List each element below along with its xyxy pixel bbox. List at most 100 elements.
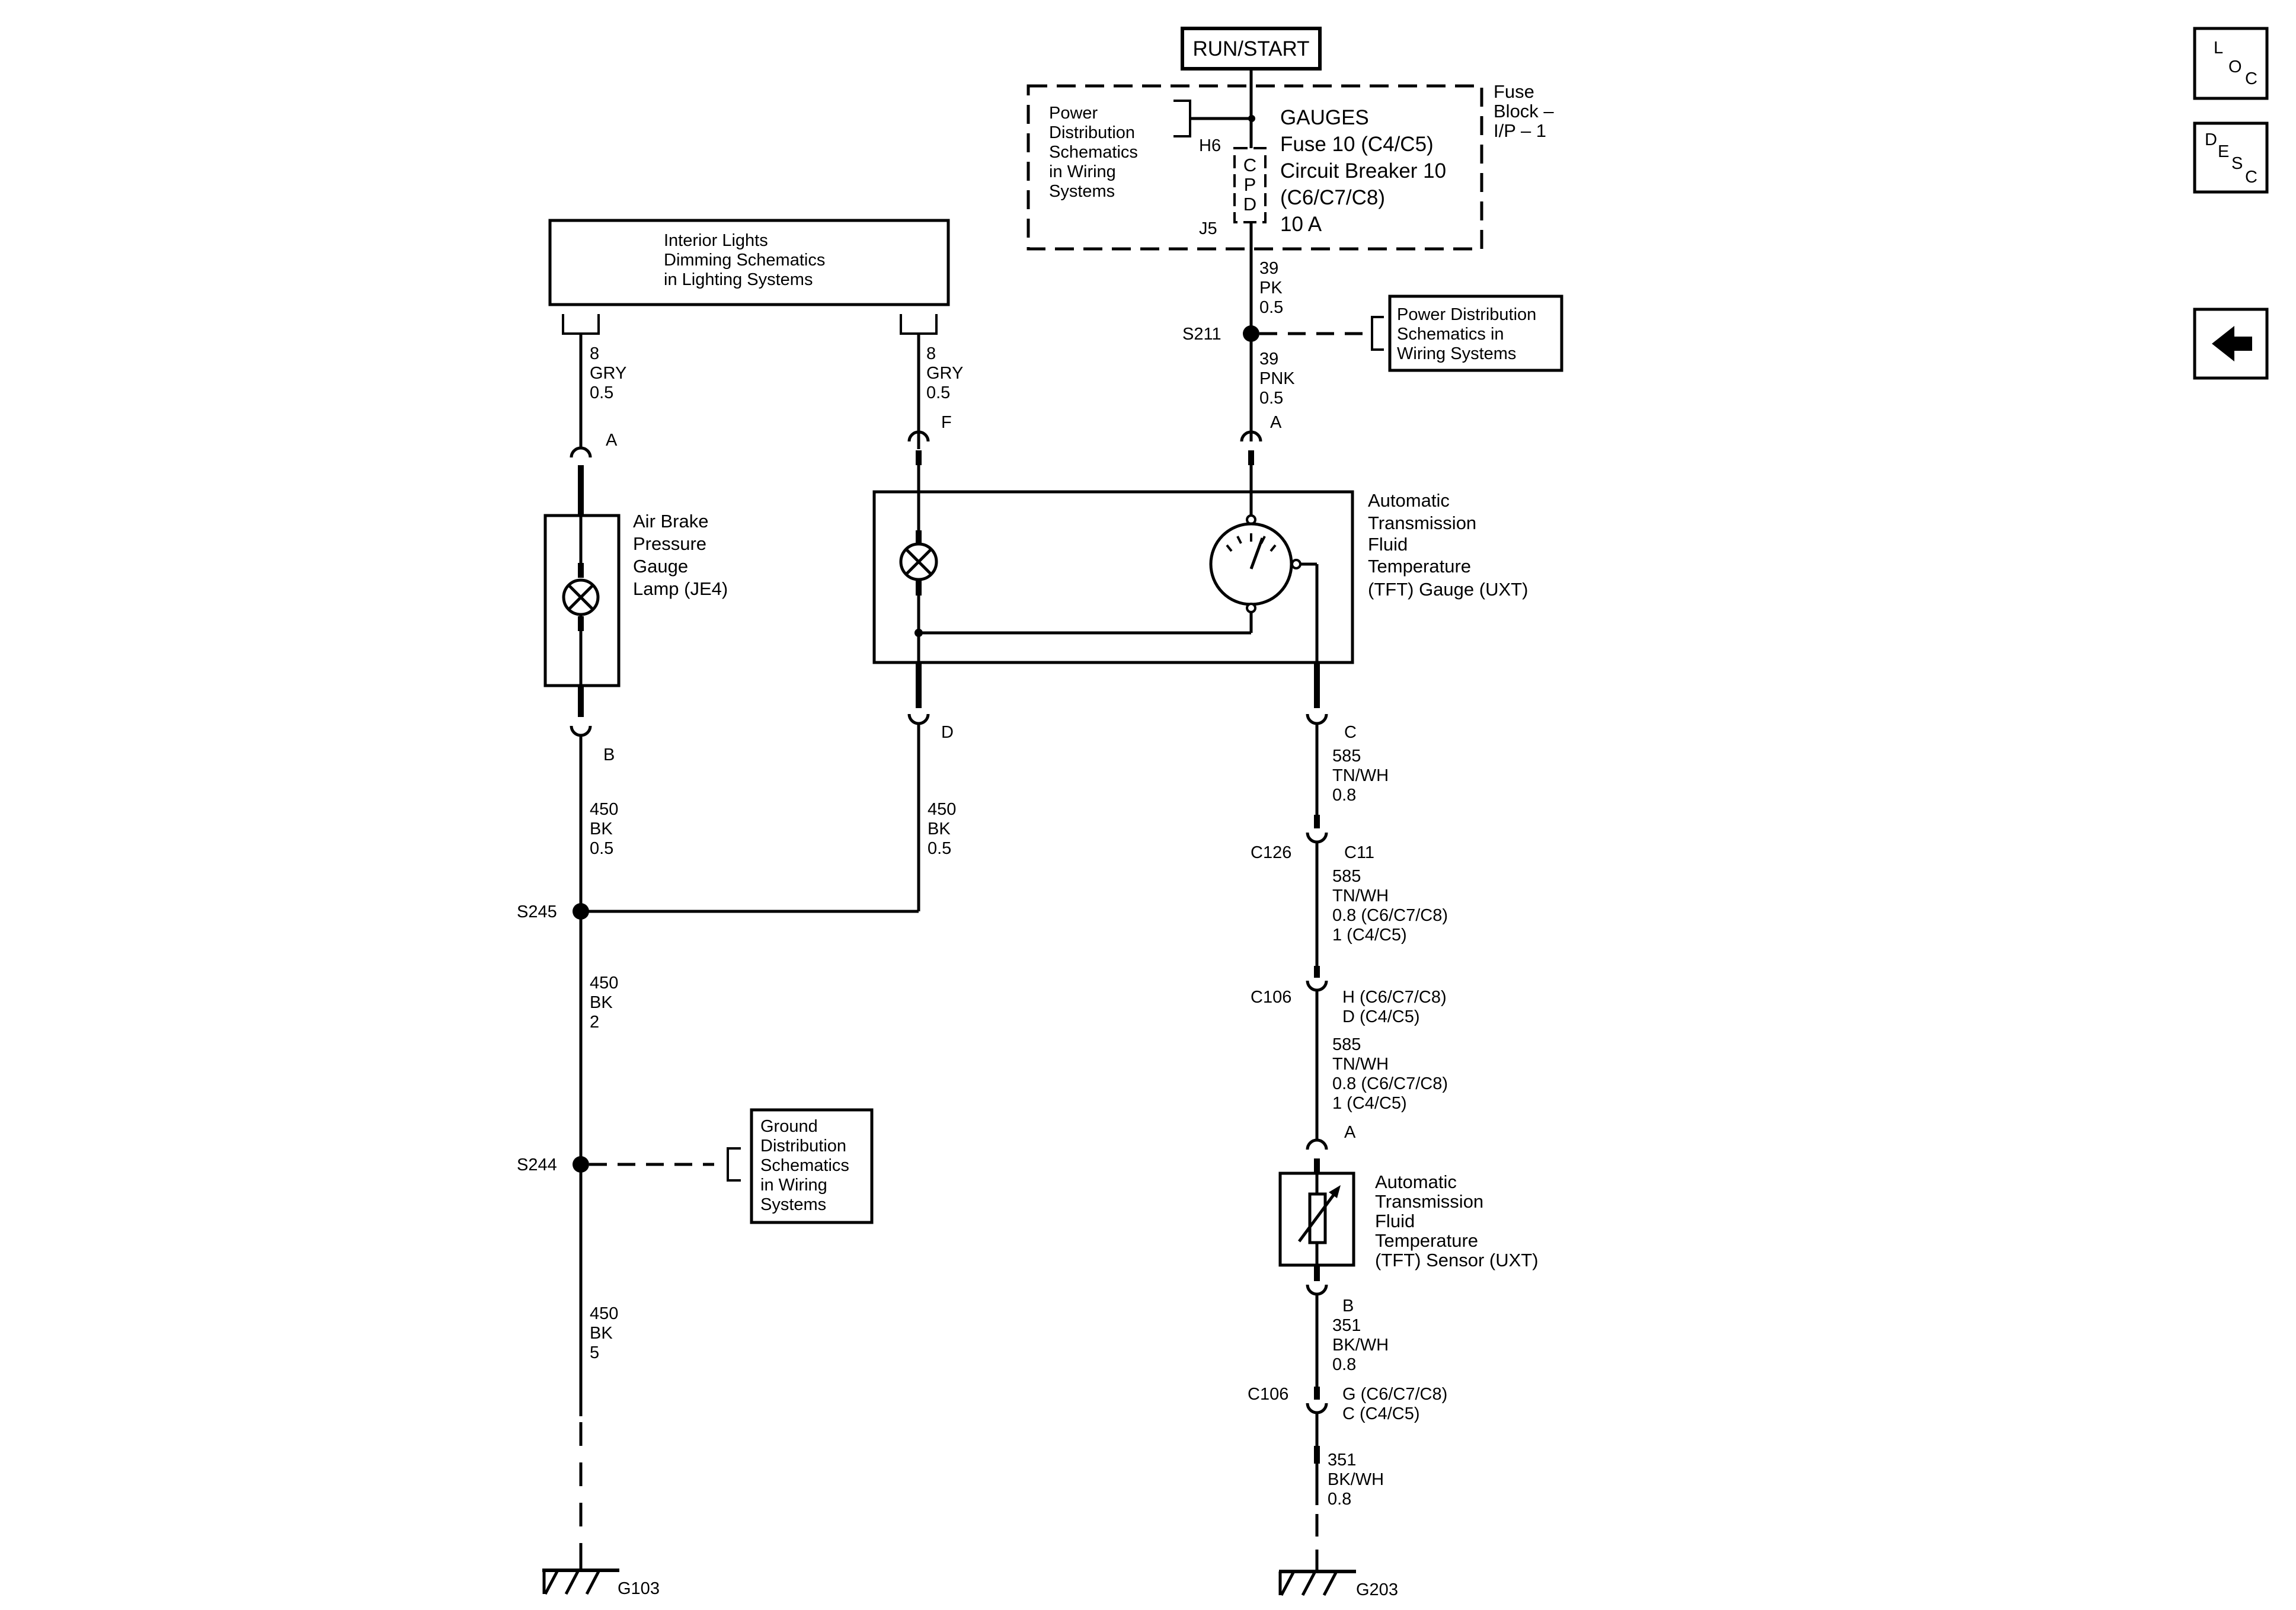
svg-text:BK/WH: BK/WH (1328, 1470, 1384, 1489)
svg-text:Fuse 10 (C4/C5): Fuse 10 (C4/C5) (1280, 133, 1434, 156)
svg-text:Circuit Breaker 10: Circuit Breaker 10 (1280, 159, 1446, 183)
svg-text:(C6/C7/C8): (C6/C7/C8) (1280, 186, 1385, 209)
svg-text:0.8: 0.8 (1332, 786, 1356, 805)
svg-text:I/P – 1: I/P – 1 (1494, 120, 1546, 141)
svg-text:D[interactable]: D (2205, 130, 2217, 149)
splice-s211 (1243, 325, 1259, 342)
svg-text:Fluid: Fluid (1368, 534, 1408, 555)
svg-text:Distribution: Distribution (760, 1137, 846, 1156)
wire-450-bk-5-label: 450 BK 5 (590, 1304, 618, 1362)
interior-lights-ref: Interior Lights Dimming Schematics in Li… (548, 219, 950, 306)
svg-text:Transmission: Transmission (1368, 513, 1476, 533)
svg-text:Power: Power (1049, 104, 1098, 123)
svg-text:TN/WH: TN/WH (1332, 1055, 1389, 1074)
connector-sensor-b (1306, 1284, 1328, 1296)
svg-text:F: F (941, 413, 952, 432)
svg-text:Ground: Ground (760, 1117, 818, 1136)
svg-text:39: 39 (1259, 259, 1278, 278)
svg-text:BK/WH: BK/WH (1332, 1336, 1389, 1355)
desc-button[interactable]: D E S C (2193, 121, 2269, 194)
svg-text:Systems: Systems (1049, 182, 1115, 201)
svg-text:L[interactable]: L (2214, 39, 2223, 57)
svg-text:B: B (1342, 1297, 1354, 1315)
tft-sensor-label: Automatic Transmission Fluid Temperature… (1375, 1172, 1539, 1270)
svg-text:Transmission: Transmission (1375, 1191, 1483, 1212)
svg-text:A: A (606, 431, 618, 450)
svg-text:Wiring Systems: Wiring Systems (1397, 344, 1516, 363)
svg-text:D: D (941, 723, 954, 742)
svg-text:(TFT) Sensor (UXT): (TFT) Sensor (UXT) (1375, 1250, 1539, 1270)
svg-text:TN/WH: TN/WH (1332, 766, 1389, 785)
svg-text:Automatic: Automatic (1375, 1172, 1457, 1192)
svg-text:0.5: 0.5 (926, 383, 950, 402)
svg-text:BK: BK (590, 1324, 613, 1343)
svg-text:351: 351 (1328, 1451, 1356, 1470)
ground-g203-label: G203 (1356, 1580, 1398, 1599)
svg-text:585: 585 (1332, 747, 1361, 766)
svg-text:P: P (1244, 174, 1256, 195)
wire-450-bk-left-label: 450 BK 0.5 (590, 800, 618, 858)
svg-text:Power Distribution: Power Distribution (1397, 305, 1536, 324)
svg-text:BK: BK (590, 993, 613, 1012)
svg-text:TN/WH: TN/WH (1332, 886, 1389, 905)
svg-text:H (C6/C7/C8): H (C6/C7/C8) (1342, 988, 1447, 1007)
svg-text:450: 450 (590, 800, 618, 819)
svg-text:Distribution: Distribution (1049, 123, 1135, 142)
svg-text:Interior Lights: Interior Lights (664, 231, 768, 250)
svg-text:C[interactable]: C (2245, 168, 2257, 187)
svg-text:H6: H6 (1199, 136, 1221, 155)
connector-c106-top (1306, 980, 1328, 992)
svg-text:S[interactable]: S (2231, 154, 2243, 173)
svg-text:0.5: 0.5 (590, 383, 613, 402)
svg-text:PNK: PNK (1259, 369, 1295, 388)
tft-sensor (1278, 1172, 1355, 1267)
wire-39-pk-label: 39 PK 0.5 (1259, 259, 1283, 317)
connector-gauge-c (1306, 713, 1328, 725)
splice-s244-label: S244 (517, 1156, 557, 1174)
connector-gauge-a (1240, 430, 1262, 442)
svg-text:A: A (1270, 413, 1282, 432)
svg-text:GAUGES: GAUGES (1280, 106, 1369, 129)
wire-8-gry-mid-label: 8 GRY 0.5 (926, 344, 963, 402)
wire-39-pnk-label: 39 PNK 0.5 (1259, 350, 1295, 408)
left-arrow-icon[interactable] (2212, 326, 2252, 361)
svg-text:Automatic: Automatic (1368, 490, 1450, 511)
back-button[interactable] (2193, 308, 2269, 380)
svg-text:0.8: 0.8 (1328, 1490, 1351, 1509)
wire-585-c-label: 585 TN/WH 0.8 (C6/C7/C8) 1 (C4/C5) (1332, 1035, 1448, 1113)
svg-text:B: B (603, 745, 615, 764)
splice-s245-label: S245 (517, 902, 557, 921)
svg-text:Dimming Schematics: Dimming Schematics (664, 251, 825, 270)
ground-g203-icon (1278, 1553, 1356, 1596)
circuit-breaker-cpd: C P D (1233, 147, 1267, 223)
svg-text:Systems: Systems (760, 1195, 826, 1214)
tft-gauge (872, 465, 1354, 664)
svg-text:0.8: 0.8 (1332, 1355, 1356, 1374)
svg-text:E[interactable]: E (2218, 142, 2229, 161)
svg-text:O[interactable]: O (2228, 57, 2242, 76)
svg-text:Fluid: Fluid (1375, 1211, 1415, 1231)
svg-text:Fuse: Fuse (1494, 81, 1534, 102)
svg-text:C: C (1243, 155, 1256, 175)
svg-text:0.5: 0.5 (590, 839, 613, 858)
svg-text:10 A: 10 A (1280, 213, 1322, 236)
lamp-bulb-icon (562, 578, 600, 616)
svg-text:Temperature: Temperature (1368, 556, 1471, 577)
svg-text:0.5: 0.5 (928, 839, 951, 858)
wire-585-a-label: 585 TN/WH 0.8 (1332, 747, 1389, 805)
wire-450-bk-2-label: 450 BK 2 (590, 974, 618, 1032)
wire-351-a-label: 351 BK/WH 0.8 (1332, 1316, 1389, 1374)
svg-text:Schematics in: Schematics in (1397, 325, 1504, 344)
svg-text:8: 8 (926, 344, 936, 363)
svg-text:C[interactable]: C (2245, 69, 2257, 88)
svg-text:351: 351 (1332, 1316, 1361, 1335)
svg-text:GRY: GRY (590, 364, 626, 383)
svg-text:J5: J5 (1199, 219, 1217, 238)
svg-text:A: A (1344, 1123, 1356, 1142)
loc-button[interactable]: L O C (2193, 27, 2269, 100)
svg-text:BK: BK (928, 820, 951, 838)
svg-text:in Wiring: in Wiring (1049, 162, 1116, 181)
fuse-block: Fuse Block – I/P – 1 Power Distribution … (1027, 81, 1554, 251)
svg-text:2: 2 (590, 1013, 599, 1032)
svg-text:RUN/START: RUN/START (1192, 37, 1309, 60)
